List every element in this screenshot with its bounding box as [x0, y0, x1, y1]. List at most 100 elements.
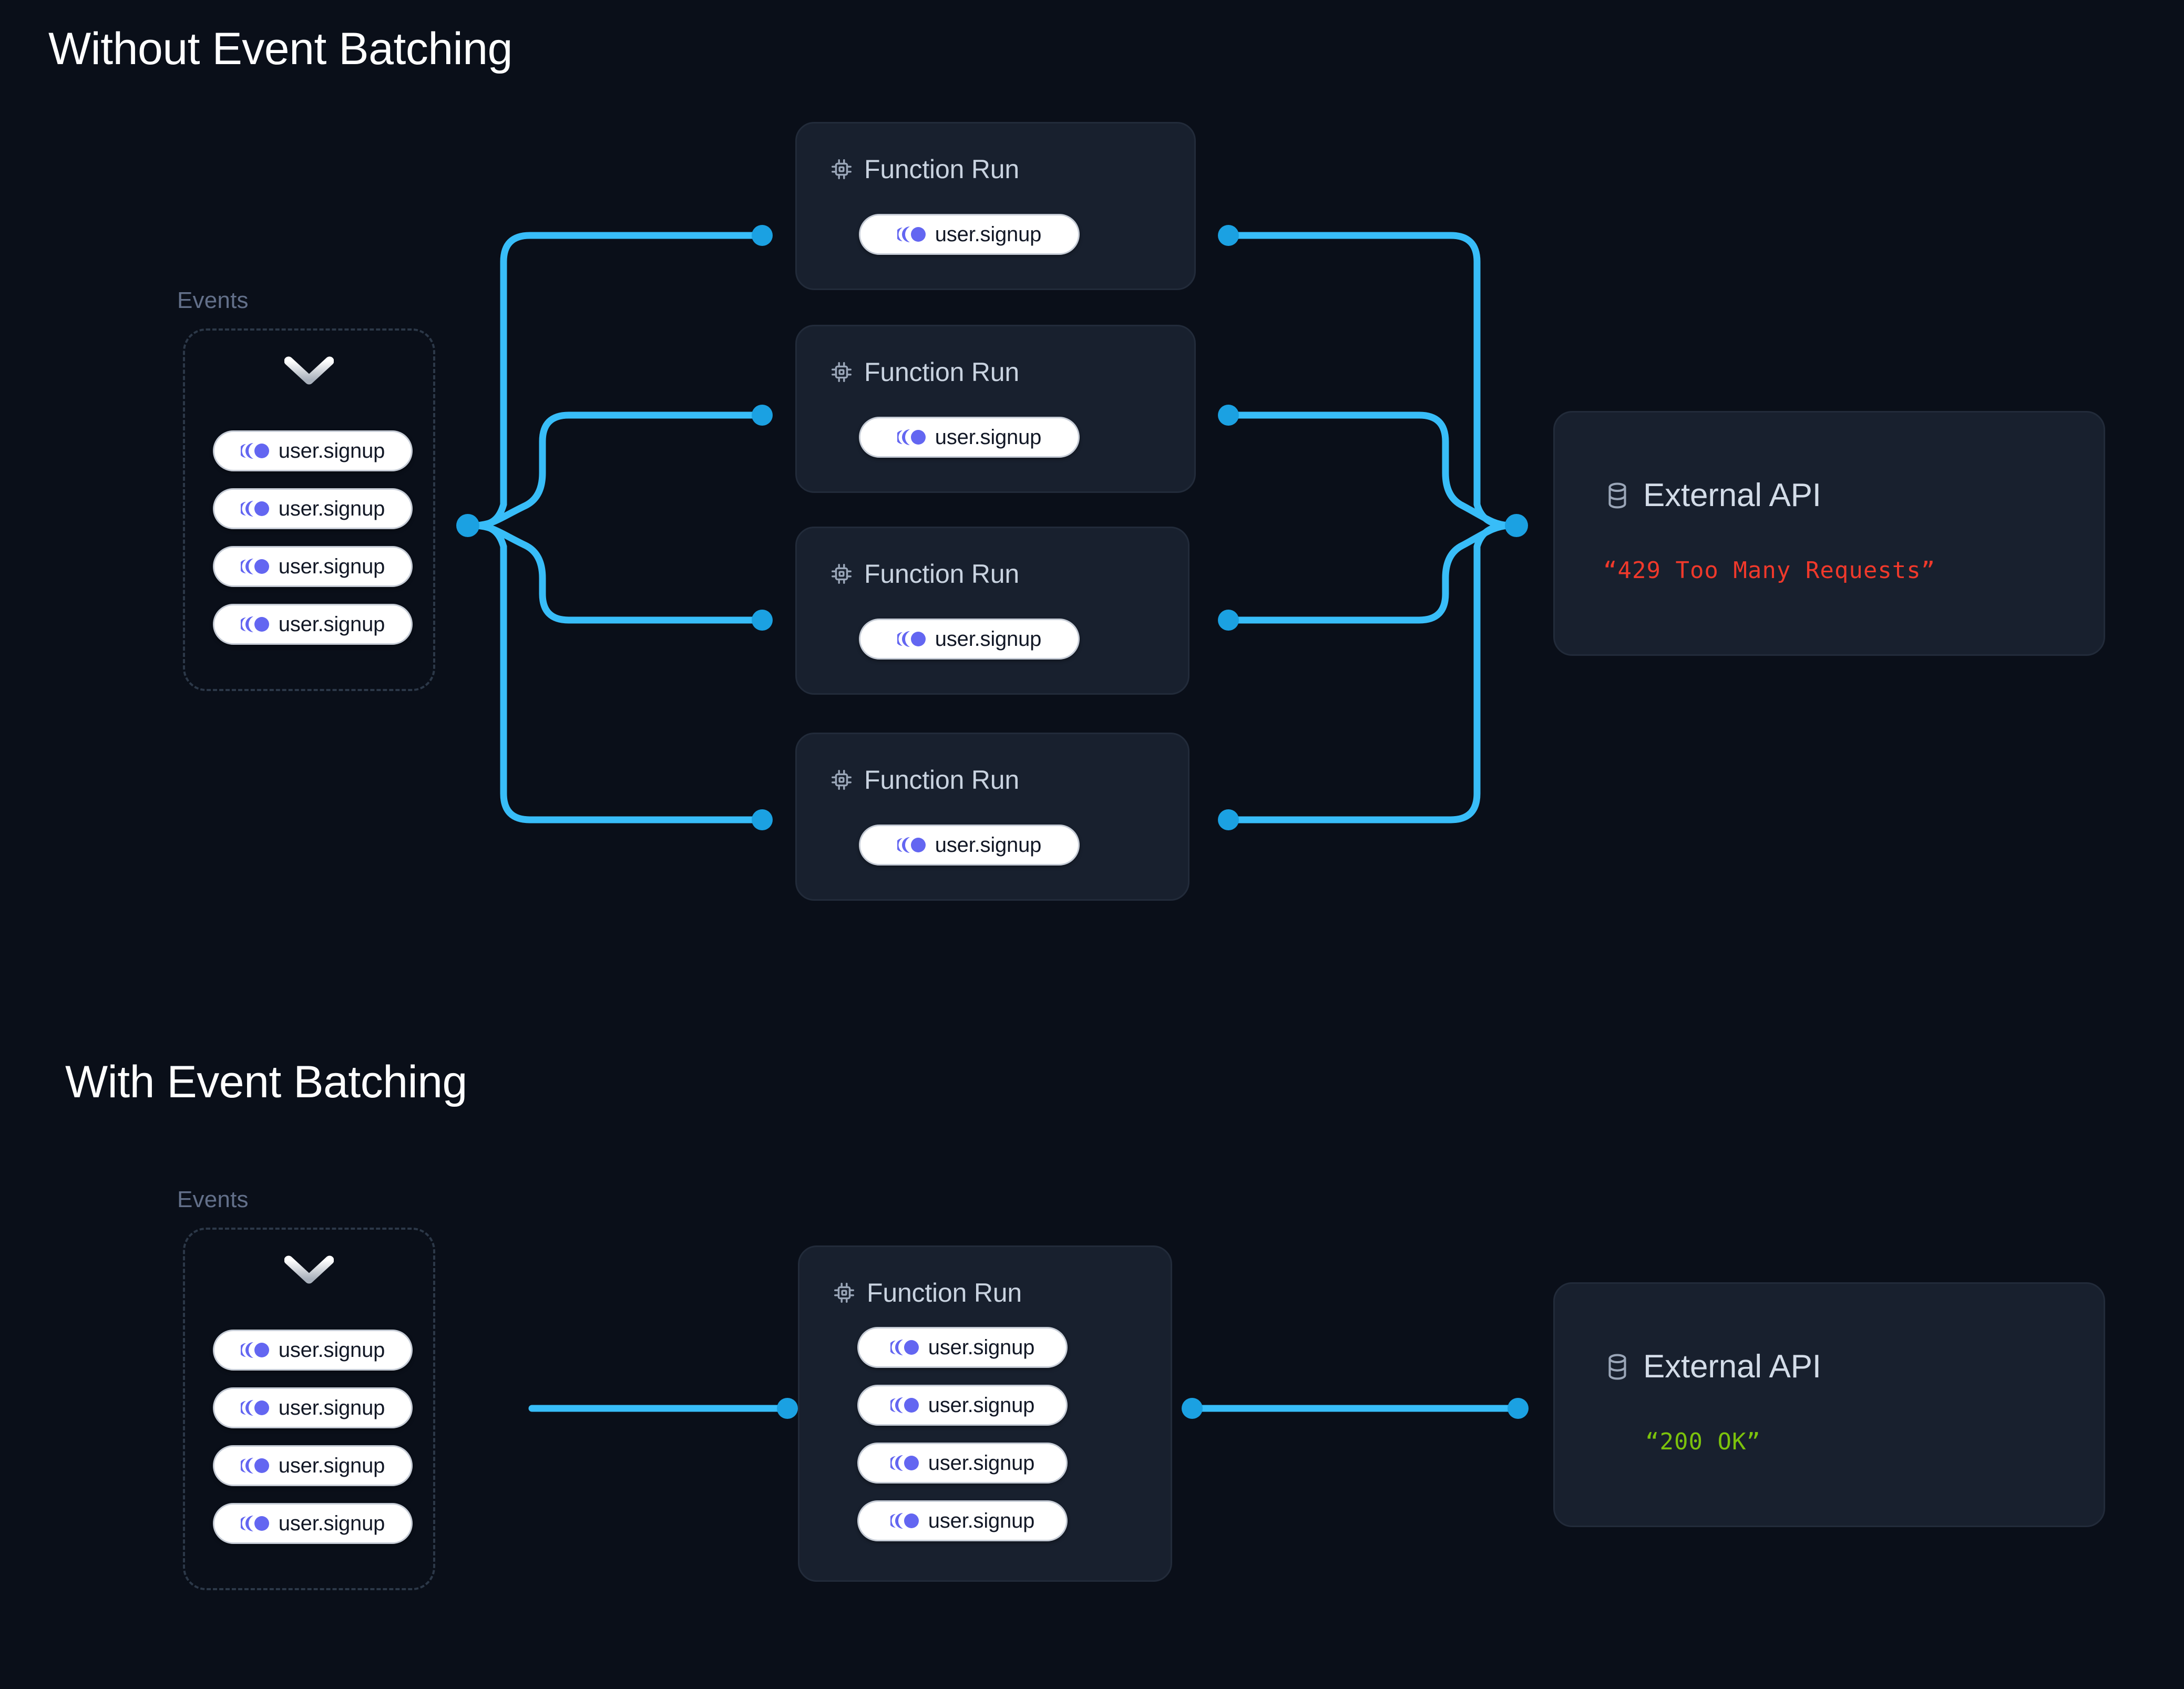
status-badge-ok: “200 OK”: [1645, 1428, 1761, 1455]
event-pill[interactable]: user.signup: [857, 1385, 1068, 1426]
function-run-title: Function Run: [864, 155, 1019, 184]
event-pill-label: user.signup: [935, 222, 1042, 246]
event-comet-icon: [240, 616, 269, 632]
event-pill[interactable]: user.signup: [859, 214, 1080, 255]
wire-dot-batch-fn-in: [777, 1398, 798, 1419]
external-api-card[interactable]: External API “200 OK”: [1553, 1282, 2105, 1527]
chevron-down-icon: [284, 1255, 334, 1284]
cpu-chip-icon: [832, 159, 852, 179]
event-comet-icon: [240, 443, 269, 459]
event-pill-label: user.signup: [278, 1338, 385, 1362]
event-comet-icon: [897, 631, 926, 647]
event-comet-icon: [240, 559, 269, 574]
event-pill[interactable]: user.signup: [213, 488, 413, 529]
event-comet-icon: [240, 1458, 269, 1474]
event-comet-icon: [897, 429, 926, 445]
database-icon: [1608, 1353, 1626, 1380]
event-pill[interactable]: user.signup: [213, 430, 413, 471]
cpu-chip-icon: [832, 564, 852, 584]
events-caption-bottom: Events: [177, 1187, 249, 1212]
event-pill-label: user.signup: [935, 833, 1042, 857]
event-pill[interactable]: user.signup: [857, 1327, 1068, 1368]
function-run-card[interactable]: Function Run user.signup: [795, 733, 1190, 901]
wire-dot-batch-api-in: [1508, 1398, 1529, 1419]
event-pill[interactable]: user.signup: [213, 1387, 413, 1428]
wire-fanin-4: [1229, 522, 1512, 823]
function-run-header: Function Run: [832, 1278, 1022, 1308]
external-api-title: External API: [1643, 1348, 1821, 1385]
event-pill[interactable]: user.signup: [213, 546, 413, 587]
wire-dot-fn2-out: [1218, 405, 1239, 426]
event-comet-icon: [240, 501, 269, 517]
chevron-down-wrap-top: [185, 356, 433, 385]
event-pill[interactable]: user.signup: [213, 1445, 413, 1486]
section-title-without: Without Event Batching: [48, 24, 512, 74]
wire-fanin-3: [1229, 522, 1512, 624]
event-comet-icon: [890, 1455, 919, 1471]
event-comet-icon: [890, 1397, 919, 1413]
event-pill-label: user.signup: [928, 1393, 1035, 1417]
event-comet-icon: [240, 1342, 269, 1358]
function-run-card[interactable]: Function Run user.signup: [795, 122, 1196, 290]
cpu-chip-icon: [834, 1283, 854, 1303]
event-pill-label: user.signup: [278, 554, 385, 578]
wire-dot-fn3-out: [1218, 610, 1239, 631]
event-pill[interactable]: user.signup: [213, 1330, 413, 1371]
wire-dot-fn4-out: [1218, 809, 1239, 830]
events-caption-top: Events: [177, 287, 249, 313]
event-pill-label: user.signup: [928, 1509, 1035, 1532]
wire-dot-fn4-in: [752, 809, 773, 830]
wire-fanout-1: [472, 232, 761, 529]
event-pill-label: user.signup: [278, 439, 385, 462]
events-group-bottom: user.signup user.signup user.signup: [183, 1228, 435, 1590]
event-pill-label: user.signup: [935, 627, 1042, 651]
function-run-header: Function Run: [829, 154, 1019, 184]
wire-dot-hub-left: [456, 514, 479, 537]
database-icon: [1608, 482, 1626, 509]
external-api-card[interactable]: External API “429 Too Many Requests”: [1553, 411, 2105, 656]
cpu-chip-icon: [832, 362, 852, 382]
event-pill[interactable]: user.signup: [213, 1503, 413, 1544]
event-pill-label: user.signup: [928, 1451, 1035, 1475]
event-pill[interactable]: user.signup: [857, 1443, 1068, 1484]
event-pill[interactable]: user.signup: [859, 619, 1080, 660]
external-api-title: External API: [1643, 477, 1821, 513]
function-run-header: Function Run: [829, 357, 1019, 387]
function-run-title: Function Run: [864, 559, 1019, 589]
event-comet-icon: [897, 837, 926, 853]
section-title-with: With Event Batching: [65, 1057, 467, 1107]
function-run-card[interactable]: Function Run user.signup: [795, 325, 1196, 493]
event-pill-label: user.signup: [278, 1396, 385, 1419]
event-pill[interactable]: user.signup: [859, 825, 1080, 866]
wire-dot-fn2-in: [752, 405, 773, 426]
wire-fanin-1: [1229, 232, 1512, 529]
event-pill[interactable]: user.signup: [857, 1500, 1068, 1541]
function-run-card[interactable]: Function Run user.signup: [795, 527, 1190, 695]
function-run-title: Function Run: [864, 765, 1019, 795]
function-run-card-batched[interactable]: Function Run user.signup user.signup: [798, 1245, 1172, 1582]
function-run-header: Function Run: [829, 765, 1019, 795]
event-pill-label: user.signup: [278, 497, 385, 520]
wire-dot-hub-right: [1505, 514, 1528, 537]
wire-dot-fn3-in: [752, 610, 773, 631]
function-run-header: Function Run: [829, 559, 1019, 589]
cpu-chip-icon: [832, 770, 852, 790]
event-pill[interactable]: user.signup: [859, 417, 1080, 458]
event-pill[interactable]: user.signup: [213, 604, 413, 645]
function-run-title: Function Run: [864, 357, 1019, 387]
status-badge-error: “429 Too Many Requests”: [1603, 557, 1936, 584]
event-comet-icon: [240, 1516, 269, 1531]
event-comet-icon: [890, 1513, 919, 1529]
events-group-top: user.signup user.signup user.signup: [183, 328, 435, 691]
external-api-header: External API: [1602, 1348, 1821, 1385]
event-comet-icon: [890, 1340, 919, 1355]
wire-fanin-2: [1229, 411, 1512, 529]
event-comet-icon: [240, 1400, 269, 1416]
event-pill-label: user.signup: [935, 425, 1042, 449]
wire-dot-batch-fn-out: [1182, 1398, 1203, 1419]
external-api-header: External API: [1602, 477, 1821, 514]
event-comet-icon: [897, 226, 926, 242]
event-pill-label: user.signup: [278, 612, 385, 636]
wire-fanout-3: [472, 522, 761, 624]
